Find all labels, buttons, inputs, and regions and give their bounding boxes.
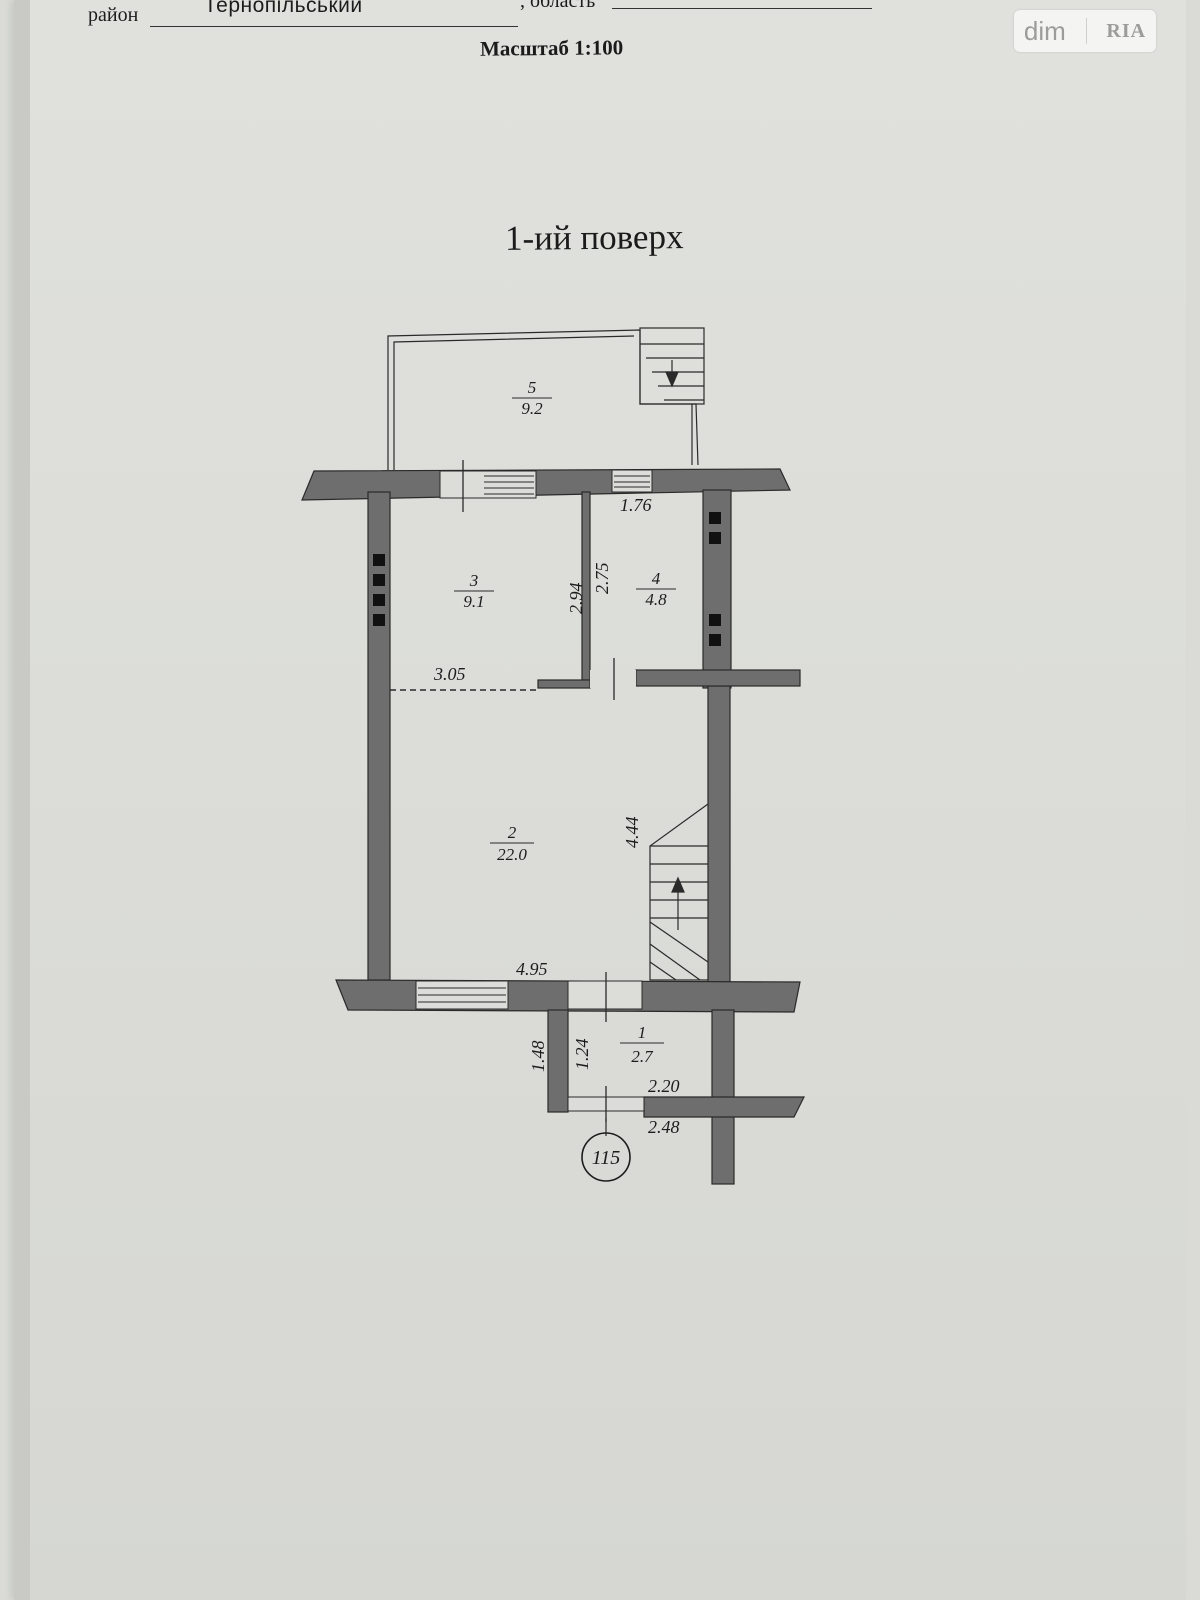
vestibule-left-wall [547, 1009, 569, 1113]
vestibule-bottom-wall [643, 1096, 805, 1118]
dim-1-48: 1.48 [528, 1041, 548, 1073]
room3-bottom-wall [537, 679, 591, 689]
region-label: , область [520, 0, 596, 12]
openings [415, 460, 653, 1122]
room4-door [590, 670, 636, 688]
dim-2-94: 2.94 [566, 583, 586, 615]
room-1-area: 2.7 [631, 1047, 654, 1066]
vent-ducts [373, 512, 721, 646]
window-top-2 [611, 469, 653, 493]
interior-stairs [649, 803, 709, 981]
entrance-door [567, 980, 643, 1010]
vent-icon [373, 614, 385, 626]
room-4-area: 4.8 [645, 590, 667, 609]
dim-2-48: 2.48 [648, 1117, 680, 1137]
region-underline [612, 8, 872, 9]
vent-icon [709, 614, 721, 626]
page-edge [14, 0, 30, 1600]
dim-4-44: 4.44 [622, 817, 642, 849]
arrow-up-icon [671, 876, 685, 893]
dim-2-75: 2.75 [592, 563, 612, 595]
room-5-area: 9.2 [521, 399, 543, 418]
room4-bottom-wall [635, 669, 801, 687]
room-2-area: 22.0 [497, 845, 527, 864]
district-underline [150, 26, 518, 27]
document-header: район Тернопільський , область [0, 0, 1200, 40]
room-5-number: 5 [528, 378, 537, 397]
room-2-number: 2 [508, 823, 517, 842]
dim-1-24: 1.24 [572, 1039, 592, 1071]
building-number-marker: 115 [581, 1118, 631, 1182]
room-3-number: 3 [469, 571, 479, 590]
terrace [387, 327, 705, 470]
room-labels: 5 9.2 3 9.1 4 4.8 2 22.0 1 2.7 [454, 378, 676, 1066]
dimria-watermark-logo: dim RIA [1014, 10, 1156, 52]
watermark-separator [1085, 18, 1087, 44]
dim-3-05: 3.05 [433, 664, 466, 684]
arrow-down-icon [665, 371, 679, 388]
terrace-stairs [639, 327, 705, 405]
building-number: 115 [592, 1147, 621, 1169]
district-label: район [88, 4, 139, 26]
watermark-dim-text: dim [1023, 15, 1066, 46]
vent-icon [709, 512, 721, 524]
dimension-labels: 1.76 2.94 2.75 3.05 4.44 4.95 1.48 1.24 … [433, 495, 680, 1137]
document-page [14, 0, 1186, 1600]
vent-icon [373, 594, 385, 606]
right-wall-lower [707, 685, 731, 983]
dim-4-95: 4.95 [516, 959, 548, 979]
vent-icon [709, 634, 721, 646]
dim-1-76: 1.76 [620, 495, 652, 515]
vent-icon [709, 532, 721, 544]
room-3-area: 9.1 [463, 592, 484, 611]
dim-2-20: 2.20 [648, 1076, 680, 1096]
room-1-number: 1 [638, 1023, 647, 1042]
vent-icon [373, 574, 385, 586]
vent-icon [373, 554, 385, 566]
room-4-number: 4 [652, 569, 661, 588]
district-value: Тернопільський [204, 0, 363, 17]
watermark-ria-text: RIA [1106, 19, 1147, 42]
